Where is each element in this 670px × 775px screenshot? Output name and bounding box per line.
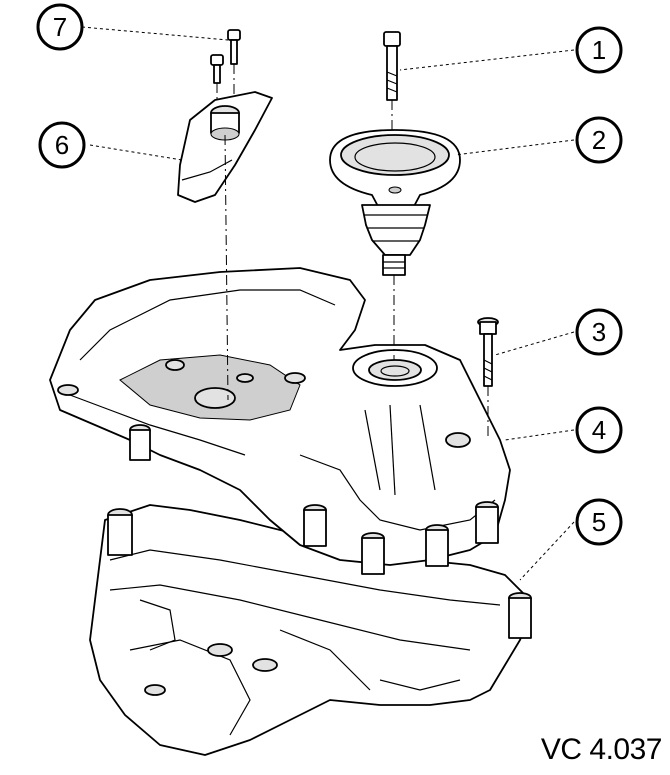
shift-bracket — [177, 91, 273, 203]
svg-text:1: 1 — [592, 35, 606, 65]
housing-bolt — [477, 317, 499, 387]
callout-6: 6 — [38, 121, 86, 169]
svg-text:3: 3 — [592, 317, 606, 347]
svg-text:7: 7 — [53, 12, 67, 42]
svg-text:6: 6 — [55, 130, 69, 160]
svg-text:2: 2 — [592, 125, 606, 155]
housing-bolt-bosses — [57, 384, 499, 575]
callout-7: 7 — [36, 3, 84, 51]
callout-3: 3 — [575, 308, 623, 356]
assembly-axes — [216, 64, 489, 440]
callout-5: 5 — [575, 498, 623, 546]
lower-gearbox-housing — [89, 504, 532, 756]
svg-text:5: 5 — [592, 507, 606, 537]
reference-code: VC 4.037 — [540, 733, 663, 766]
long-bolt — [383, 31, 401, 101]
callout-4: 4 — [575, 406, 623, 454]
clutch-bell-housing — [49, 267, 511, 575]
leader-lines — [81, 26, 575, 581]
small-bolts — [210, 29, 241, 84]
svg-text:4: 4 — [592, 415, 606, 445]
callout-2: 2 — [575, 116, 623, 164]
callout-1: 1 — [575, 26, 623, 74]
bearing-cover-cup — [329, 129, 461, 276]
